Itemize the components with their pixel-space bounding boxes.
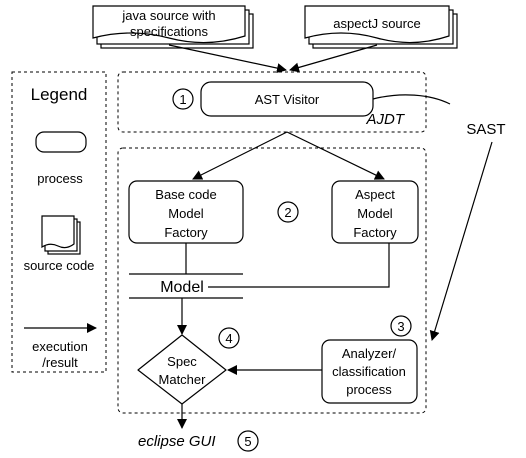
eclipse-gui-label: eclipse GUI [138, 433, 216, 450]
legend-title: Legend [31, 85, 88, 104]
legend-process-symbol [35, 131, 87, 153]
ast-visitor-label: AST Visitor [255, 92, 320, 107]
legend-source-symbol [41, 215, 81, 255]
ajdt-boundary [117, 71, 427, 133]
legend-process-label: process [37, 171, 83, 186]
analyzer-line1: Analyzer/ [342, 346, 397, 361]
ast-to-base-factory-arrow [192, 131, 288, 180]
step-4-marker: 4 [218, 327, 240, 349]
ajdt-label: AJDT [366, 111, 406, 128]
sast-to-analyzer-arrow [429, 141, 493, 341]
aspect-model-factory-node [331, 180, 419, 244]
java-source-label-line1: java source with [121, 8, 215, 23]
legend-execution-line1: execution [32, 339, 88, 354]
model-label: Model [160, 279, 204, 296]
aspect-factory-to-model-line [208, 243, 390, 288]
svg-text:4: 4 [225, 331, 232, 346]
legend-execution-line2: /result [42, 355, 78, 370]
spec-matcher-line1: Spec [167, 354, 197, 369]
step-5-marker: 5 [237, 430, 259, 452]
svg-text:3: 3 [397, 319, 404, 334]
main-analysis-boundary [117, 147, 427, 414]
sast-flow-curve [372, 94, 451, 105]
legend-panel: Legend process source code execution /re… [11, 71, 107, 373]
aspectj-to-ajdt-arrow [289, 44, 378, 73]
java-to-ajdt-arrow [168, 44, 287, 74]
legend-source-label: source code [24, 258, 95, 273]
svg-text:2: 2 [284, 205, 291, 220]
svg-text:1: 1 [179, 92, 186, 107]
sast-label: SAST [466, 121, 505, 138]
java-source-document: java source with specifications [92, 5, 254, 49]
aspectj-source-label: aspectJ source [333, 16, 420, 31]
analyzer-line3: process [346, 382, 392, 397]
java-source-label-line2: specifications [130, 24, 209, 39]
analyzer-node [321, 339, 418, 404]
base-factory-line2: Model [168, 206, 204, 221]
svg-text:5: 5 [244, 434, 251, 449]
step-3-marker: 3 [390, 315, 412, 337]
base-factory-line1: Base code [155, 187, 216, 202]
legend-border [11, 71, 107, 373]
spec-matcher-node [137, 334, 227, 405]
step-2-marker: 2 [277, 201, 299, 223]
aspect-factory-line3: Factory [353, 225, 397, 240]
aspect-factory-line1: Aspect [355, 187, 395, 202]
ast-to-aspect-factory-arrow [286, 131, 385, 180]
spec-matcher-line2: Matcher [159, 372, 207, 387]
step-1-marker: 1 [172, 88, 194, 110]
aspect-factory-line2: Model [357, 206, 393, 221]
base-factory-line3: Factory [164, 225, 208, 240]
model-data-store [129, 273, 243, 299]
analyzer-line2: classification [332, 364, 406, 379]
aspectj-source-document: aspectJ source [304, 5, 458, 49]
